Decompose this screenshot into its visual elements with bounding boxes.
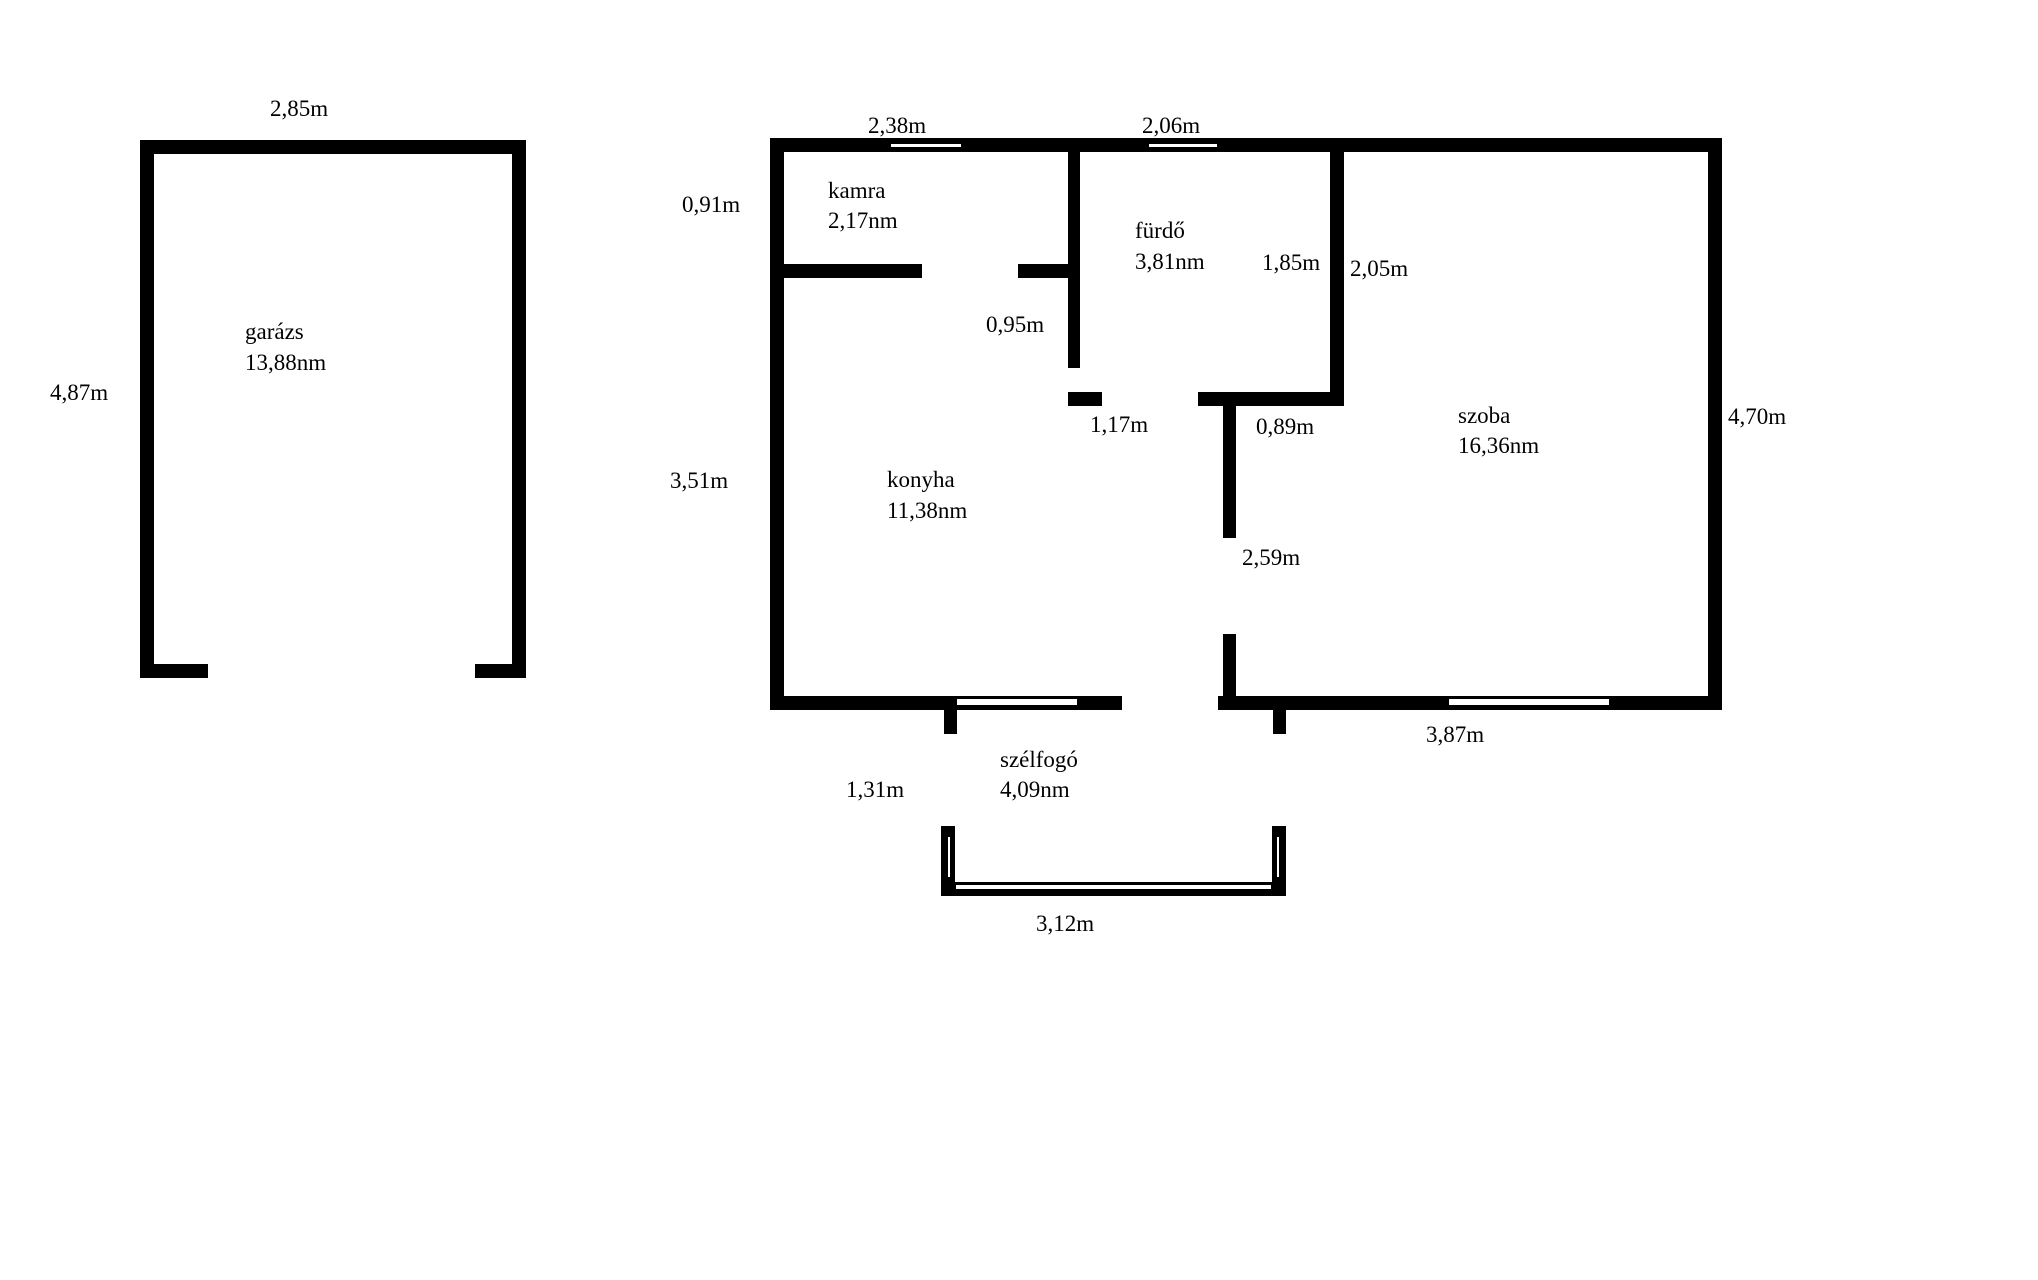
vestibule-width-dim: 3,12m <box>1036 911 1094 936</box>
pantry-width-dim: 2,38m <box>868 113 926 138</box>
garage-width-dim: 2,85m <box>270 96 328 121</box>
room-width-dim: 3,87m <box>1426 722 1484 747</box>
house-walls <box>770 138 1722 734</box>
garage-walls <box>140 140 526 678</box>
kitchen-name: konyha <box>887 467 955 492</box>
room-window <box>1447 697 1611 707</box>
room-height-dim: 4,70m <box>1728 404 1786 429</box>
pantry-area: 2,17nm <box>828 208 898 233</box>
vestibule-walls <box>941 826 1286 896</box>
pantry-name: kamra <box>828 178 885 203</box>
room-area: 16,36nm <box>1458 433 1539 458</box>
room-name: szoba <box>1458 403 1510 428</box>
kitchen-height-dim: 3,51m <box>670 468 728 493</box>
vestibule-name: szélfogó <box>1000 747 1078 772</box>
windows <box>889 142 1611 707</box>
bath-height-inner-dim: 1,85m <box>1262 250 1320 275</box>
pantry-window <box>889 142 963 149</box>
bath-width-dim: 2,06m <box>1142 113 1200 138</box>
garage-name: garázs <box>245 319 304 344</box>
garage-area: 13,88nm <box>245 350 326 375</box>
pantry-height-dim: 0,91m <box>682 192 740 217</box>
bath-door-dim: 1,17m <box>1090 412 1148 437</box>
bath-height-outer-dim: 2,05m <box>1350 256 1408 281</box>
kitchen-area: 11,38nm <box>887 498 967 523</box>
partition-length-dim: 2,59m <box>1242 545 1300 570</box>
vestibule-area: 4,09nm <box>1000 777 1070 802</box>
bathroom-area: 3,81nm <box>1135 249 1205 274</box>
bathroom-name: fürdő <box>1135 218 1185 243</box>
pantry-door-dim: 0,95m <box>986 312 1044 337</box>
room-door-dim: 0,89m <box>1256 414 1314 439</box>
kitchen-window <box>955 697 1079 707</box>
garage-depth-dim: 4,87m <box>50 380 108 405</box>
bath-window <box>1147 142 1219 149</box>
vestibule-depth-dim: 1,31m <box>846 777 904 802</box>
